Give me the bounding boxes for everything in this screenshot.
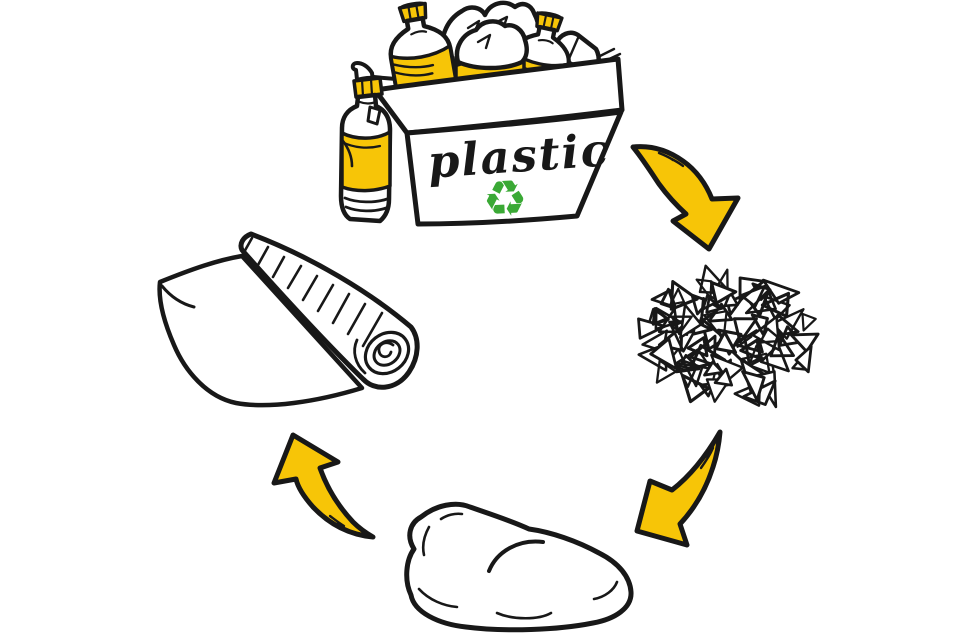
plastic-flake bbox=[794, 344, 813, 374]
lump-outline bbox=[404, 501, 634, 633]
bottle-base-ridges bbox=[343, 196, 389, 213]
arrow-shape bbox=[634, 429, 723, 548]
stage-sheet-roll bbox=[157, 231, 420, 408]
plastic-flake bbox=[758, 327, 784, 344]
arrow-sketch-lines bbox=[657, 151, 685, 168]
plastic-flake bbox=[703, 310, 728, 341]
bottle-sticker bbox=[366, 105, 382, 126]
plastic-flake bbox=[703, 360, 724, 377]
plastic-flake bbox=[649, 337, 678, 371]
plastic-flake bbox=[651, 307, 670, 326]
arrow-sketch-lines bbox=[328, 514, 355, 534]
plastic-flake bbox=[723, 290, 739, 308]
sheet-unrolled bbox=[157, 253, 365, 408]
plastic-flake bbox=[738, 276, 766, 302]
plastic-flake bbox=[744, 289, 777, 315]
plastic-flake bbox=[679, 303, 703, 339]
plastic-flake bbox=[686, 336, 709, 358]
stage-collection-bin: plastic ♻ bbox=[350, 0, 625, 229]
plastic-flake bbox=[739, 338, 763, 361]
arrow-bin-to-flakes-icon bbox=[630, 144, 741, 252]
plastic-flake bbox=[750, 313, 769, 337]
plastic-flake bbox=[637, 317, 667, 340]
arrow-shape bbox=[271, 432, 376, 540]
plastic-flake bbox=[759, 343, 790, 373]
plastic-flake bbox=[713, 367, 734, 387]
arrow-sketch-lines bbox=[699, 436, 718, 470]
bin-front-face bbox=[404, 109, 624, 227]
stage-flakes-pile bbox=[637, 264, 820, 409]
plastic-flake bbox=[789, 332, 820, 354]
stage-melted-lump bbox=[404, 501, 634, 633]
collected-bottle-icon bbox=[338, 75, 393, 224]
lump-detail-lines bbox=[417, 512, 619, 620]
plastic-flake bbox=[732, 317, 758, 344]
plastic-flake bbox=[771, 308, 805, 340]
plastic-flake bbox=[741, 370, 766, 402]
roll-body bbox=[238, 231, 420, 390]
bag-front-crumple-line bbox=[476, 33, 492, 50]
rim-sketch-ticks bbox=[598, 47, 622, 62]
arrow-shape bbox=[630, 144, 741, 252]
crumpled-bag-front-icon bbox=[454, 19, 529, 71]
plastic-flake bbox=[760, 291, 791, 318]
lump-crease bbox=[487, 539, 545, 573]
recycling-symbol-icon: ♻ bbox=[481, 169, 529, 229]
plastic-flake bbox=[671, 315, 693, 336]
plastic-flake bbox=[680, 373, 711, 404]
roll-spiral-end bbox=[353, 330, 411, 376]
plastic-flake bbox=[655, 359, 677, 384]
rim-double-line bbox=[536, 111, 619, 121]
plastic-flake bbox=[801, 312, 817, 332]
plastic-flake bbox=[681, 359, 704, 388]
arrow-lump-to-roll-icon bbox=[271, 432, 376, 540]
plastic-flake bbox=[769, 331, 795, 358]
bin-label: plastic bbox=[426, 123, 612, 189]
arrow-flakes-to-lump-icon bbox=[634, 429, 723, 548]
plastic-flake bbox=[669, 287, 686, 306]
sheet-curl-line bbox=[160, 284, 196, 309]
roll-hatch-lines bbox=[241, 236, 384, 348]
plastic-flake bbox=[654, 306, 682, 331]
plastic-flake bbox=[714, 330, 738, 354]
bottle-label-band bbox=[340, 130, 392, 193]
plastic-flake bbox=[709, 280, 738, 305]
